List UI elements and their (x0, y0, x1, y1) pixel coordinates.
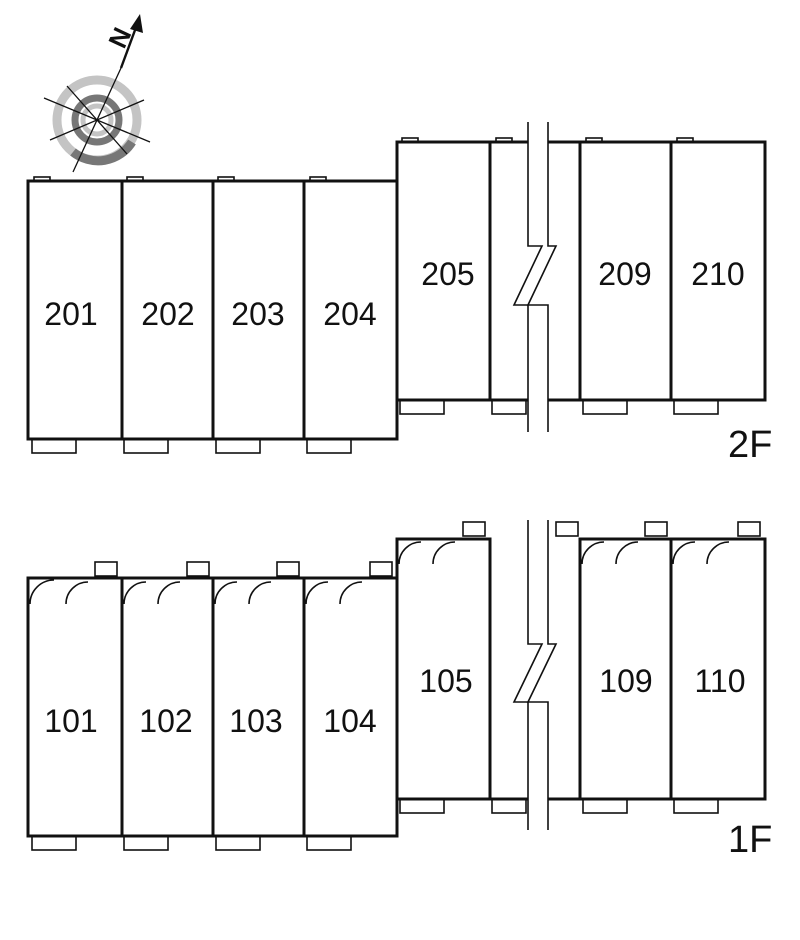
floor-label-2f: 2F (728, 424, 772, 466)
entrance-doors-1f (29, 541, 730, 605)
unit-label-103: 103 (229, 703, 282, 739)
unit-label-104: 104 (323, 703, 376, 739)
unit-label-102: 102 (139, 703, 192, 739)
unit-label-202: 202 (141, 296, 194, 332)
unit-label-105: 105 (419, 663, 472, 699)
unit-label-205: 205 (421, 256, 474, 292)
unit-label-110: 110 (694, 663, 745, 699)
unit-label-201: 201 (44, 296, 97, 332)
unit-labels-1f: 101 102 103 104 105 109 110 (44, 663, 745, 739)
meter-boxes-1f (94, 521, 761, 577)
compass-icon: N (43, 14, 151, 173)
floor-1f: 101 102 103 104 105 109 110 1F (26, 520, 772, 861)
unit-label-101: 101 (44, 703, 97, 739)
windows-2f (33, 137, 694, 182)
unit-label-210: 210 (691, 256, 744, 292)
floor-2f: 201 202 203 204 205 209 210 2F (26, 122, 772, 466)
floor-label-1f: 1F (728, 819, 772, 861)
break-line (512, 122, 558, 432)
unit-labels-2f: 201 202 203 204 205 209 210 (44, 256, 744, 332)
break-line (512, 520, 558, 830)
unit-label-109: 109 (599, 663, 652, 699)
unit-label-203: 203 (231, 296, 284, 332)
unit-label-209: 209 (598, 256, 651, 292)
balconies-1f (31, 798, 719, 851)
balconies-2f (31, 399, 719, 454)
unit-label-204: 204 (323, 296, 376, 332)
